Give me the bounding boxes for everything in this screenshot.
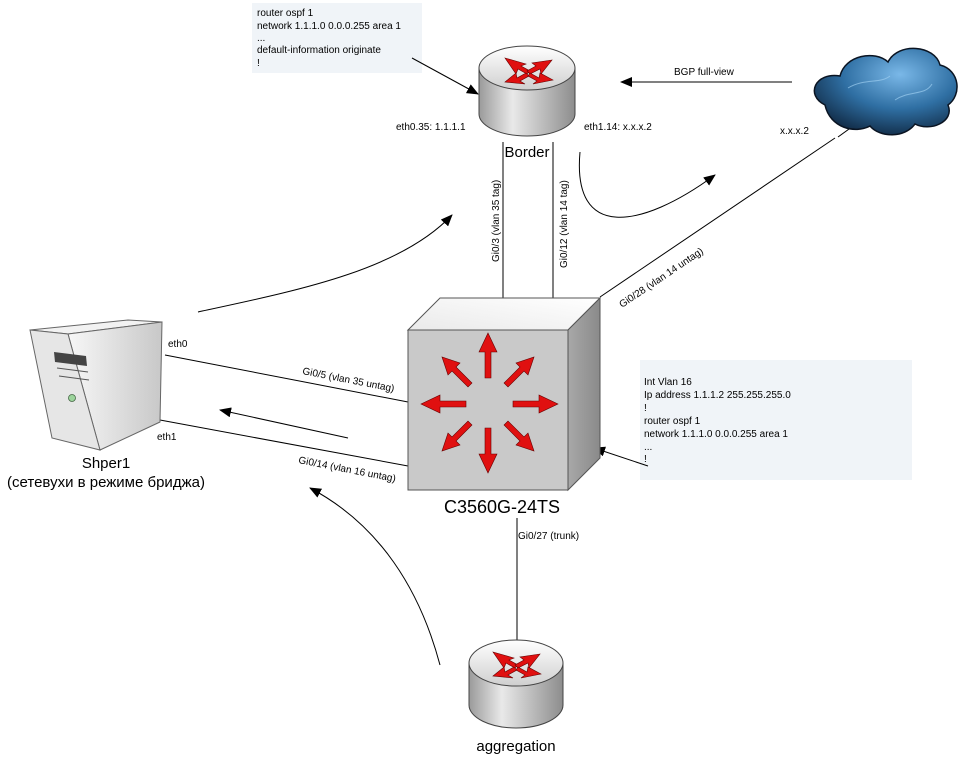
link-switch-cloud	[599, 137, 836, 298]
port-gi014-label: Gi0/14 (vlan 16 untag)	[297, 455, 396, 485]
cloud-ip-label: x.x.x.2	[780, 126, 809, 137]
border-outbound-curve-arrow	[578, 151, 716, 218]
port-gi012-label: Gi0/12 (vlan 14 tag)	[559, 180, 570, 268]
switch-note-pointer-arrow	[593, 446, 649, 467]
note-line: default-information originate	[257, 45, 381, 56]
core-switch[interactable]	[406, 296, 602, 492]
server-eth0-label: eth0	[168, 339, 188, 350]
note-line: !	[644, 403, 647, 414]
router-arrows-icon	[492, 651, 542, 679]
aggregation-label: aggregation	[476, 738, 555, 755]
note-line: network 1.1.1.0 0.0.0.255 area 1	[257, 21, 401, 32]
border-eth035-label: eth0.35: 1.1.1.1	[396, 122, 466, 133]
internet-cloud-icon	[813, 47, 958, 136]
server-to-border-curve-arrow	[197, 214, 453, 313]
link-server-eth0	[164, 354, 409, 403]
note-line: !	[257, 58, 260, 69]
note-line: network 1.1.1.0 0.0.0.255 area 1	[644, 429, 788, 440]
server-label: Shper1	[82, 455, 130, 472]
server-icon[interactable]	[29, 319, 163, 451]
aggregation-router[interactable]	[468, 639, 564, 729]
link-server-eth1	[159, 419, 409, 467]
switch-label: C3560G-24TS	[444, 497, 560, 517]
note-line: Ip address 1.1.1.2 255.255.255.0	[644, 390, 791, 401]
border-router[interactable]	[478, 45, 576, 137]
switch-arrows-icon	[420, 332, 559, 474]
note-line: ...	[257, 33, 265, 44]
note-pointer-arrow	[411, 57, 479, 95]
note-line: router ospf 1	[644, 416, 701, 427]
switch-config-note: Int Vlan 16 Ip address 1.1.1.2 255.255.2…	[640, 360, 912, 480]
border-config-note: router ospf 1 network 1.1.1.0 0.0.0.255 …	[252, 3, 422, 73]
router-arrows-icon	[504, 57, 554, 85]
note-line: ...	[644, 442, 652, 453]
border-eth114-label: eth1.14: x.x.x.2	[584, 122, 652, 133]
border-label: Border	[504, 144, 549, 161]
note-line: !	[644, 454, 647, 465]
port-gi027-label: Gi0/27 (trunk)	[518, 531, 579, 542]
port-gi03-label: Gi0/3 (vlan 35 tag)	[491, 180, 502, 262]
server-description: (сетевухи в режиме бриджа)	[7, 474, 205, 491]
bgp-label: BGP full-view	[674, 67, 735, 78]
note-line: Int Vlan 16	[644, 377, 692, 388]
eth1-direction-arrow	[219, 407, 349, 439]
note-line: router ospf 1	[257, 8, 314, 19]
aggregation-curve-arrow	[309, 487, 441, 666]
server-eth1-label: eth1	[157, 432, 177, 443]
